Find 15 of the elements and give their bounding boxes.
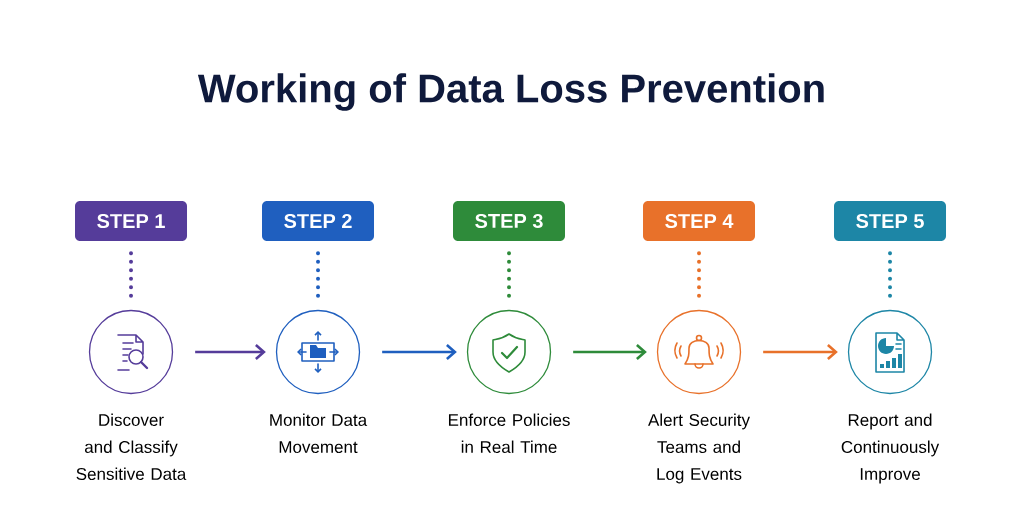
step-badge: STEP 3 xyxy=(453,201,565,241)
arrow xyxy=(573,344,647,360)
step-description: Enforce Policies in Real Time xyxy=(449,413,570,453)
step-description: Monitor Data Movement xyxy=(270,413,368,453)
step-badge: STEP 2 xyxy=(262,201,374,241)
step-description: Discover and Classify Sensitive Data xyxy=(76,413,187,480)
step-badge: STEP 4 xyxy=(643,201,755,241)
step-description: Report and Continuously Improve xyxy=(841,413,940,484)
arrow xyxy=(382,344,457,360)
step-badge: STEP 5 xyxy=(834,201,946,241)
arrow xyxy=(763,344,838,360)
title: Working of Data Loss Prevention xyxy=(197,73,824,111)
step-badge: STEP 1 xyxy=(75,201,187,241)
step-description: Alert Security Teams and Log Events xyxy=(648,413,750,484)
arrow xyxy=(195,344,266,360)
